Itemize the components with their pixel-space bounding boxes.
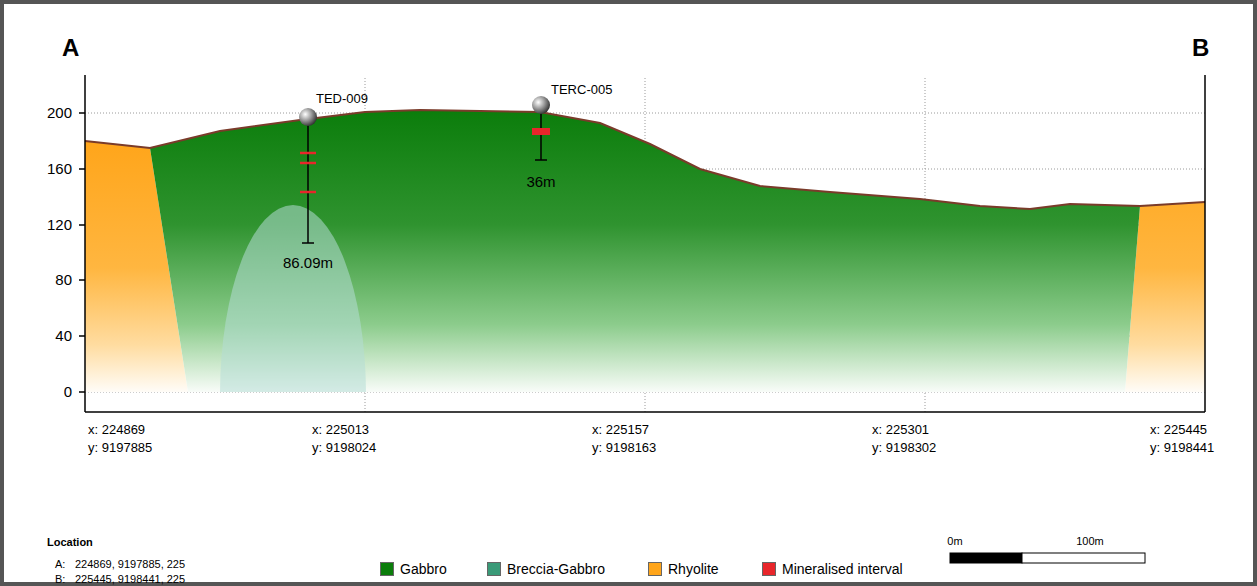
coordinate-label: y: 9197885 (88, 441, 152, 455)
coordinate-label: x: 224869 (88, 423, 145, 437)
legend-swatch (648, 562, 662, 576)
legend-item: Breccia-Gabbro (487, 561, 605, 577)
axis-tick-label: 160 (47, 161, 72, 178)
axis-tick-label: 0 (64, 384, 72, 401)
drillhole-label: TERC-005 (551, 83, 612, 97)
scale-label: 100m (1076, 535, 1104, 547)
axis-tick-label: 80 (55, 272, 72, 289)
location-text: Location (47, 536, 93, 548)
scale-bar (950, 553, 1145, 563)
coordinate-label: x: 225445 (1150, 423, 1207, 437)
drillhole (299, 108, 317, 243)
coordinate-label: x: 225301 (872, 423, 929, 437)
axes (79, 75, 1205, 412)
axis-tick-label: 200 (47, 105, 72, 122)
topography (85, 110, 1205, 209)
coordinate-label: x: 225157 (592, 423, 649, 437)
legend-item: Gabbro (380, 561, 447, 577)
coordinate-label: y: 9198163 (592, 441, 656, 455)
scale-label: 0m (947, 535, 962, 547)
coordinate-label: x: 225013 (312, 423, 369, 437)
section-end-label: B (1192, 35, 1209, 61)
legend-swatch (762, 562, 776, 576)
legend-text: Gabbro (400, 561, 447, 577)
location-text: B: (55, 573, 65, 585)
legend-item: Mineralised interval (762, 561, 903, 577)
location-text: 224869, 9197885, 225 (75, 558, 185, 570)
breccia-gabbro-body (220, 205, 366, 392)
drillhole-label: TED-009 (316, 92, 368, 106)
coordinate-label: y: 9198302 (872, 441, 936, 455)
coordinate-label: y: 9198441 (1150, 441, 1214, 455)
legend-text: Mineralised interval (782, 561, 903, 577)
location-text: A: (55, 558, 65, 570)
legend-text: Breccia-Gabbro (507, 561, 605, 577)
section-end-label: A (62, 35, 79, 61)
legend-swatch (487, 562, 501, 576)
axis-tick-label: 120 (47, 217, 72, 234)
coordinate-label: y: 9198024 (312, 441, 376, 455)
drillhole-label: 86.09m (283, 255, 333, 272)
drillhole (532, 96, 550, 160)
legend-text: Rhyolite (668, 561, 719, 577)
location-text: 225445, 9198441, 225 (75, 573, 185, 585)
legend-item: Rhyolite (648, 561, 719, 577)
axis-tick-label: 40 (55, 328, 72, 345)
legend-swatch (380, 562, 394, 576)
drillhole-label: 36m (526, 174, 555, 191)
